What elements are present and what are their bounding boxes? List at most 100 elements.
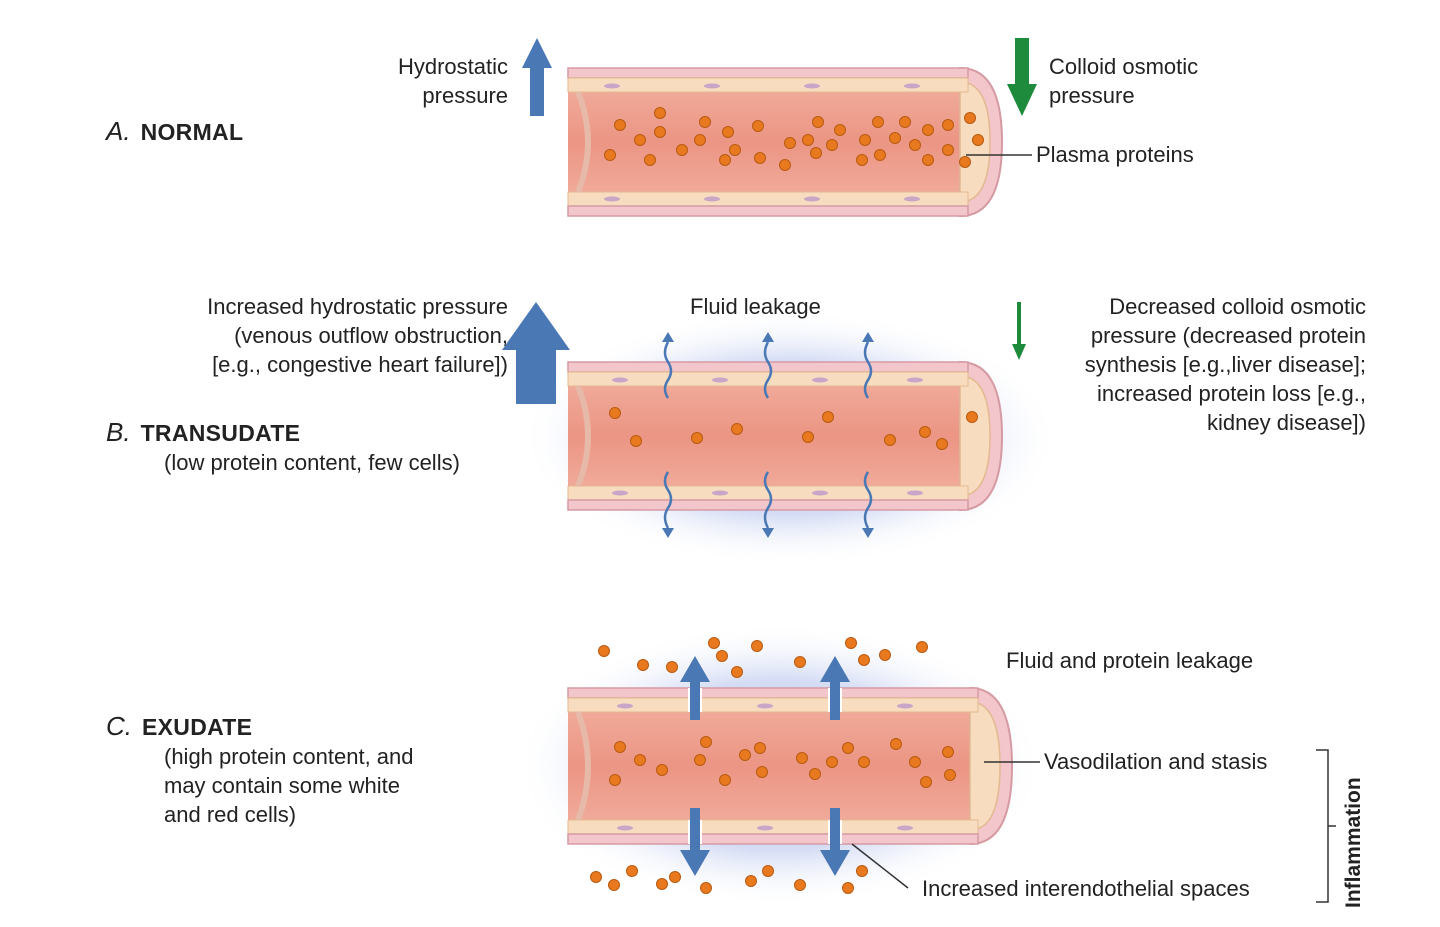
protein-dot [654,126,666,138]
osmotic-label-b-line2: pressure (decreased protein [1090,323,1366,348]
panel-a-heading: NORMAL [140,119,244,145]
protein-dot [719,154,731,166]
protein-dot [842,882,854,894]
protein-dot [700,882,712,894]
protein-dot [630,435,642,447]
hydrostatic-label-b: Increased hydrostatic pressure (venous o… [207,292,508,379]
protein-dot [656,764,668,776]
panel-b-title: B. TRANSUDATE [106,417,300,448]
osmotic-label-b-line3: synthesis [e.g.,liver disease]; [1084,352,1366,377]
protein-dot [745,875,757,887]
interendothelial-spaces-label: Increased interendothelial spaces [922,876,1250,901]
protein-dot [936,438,948,450]
osmotic-label-b-line4: increased protein loss [e.g., [1096,381,1366,406]
protein-dot [942,119,954,131]
protein-dot [699,116,711,128]
protein-dot [731,666,743,678]
protein-dot [922,124,934,136]
protein-dot [614,741,626,753]
protein-dot [858,756,870,768]
plasma-proteins-label: Plasma proteins [1036,142,1194,167]
hydrostatic-label-b-line3: [e.g., congestive heart failure]) [212,352,508,377]
vasodilation-label: Vasodilation and stasis [1044,749,1268,774]
protein-dot [716,650,728,662]
inflammation-bracket [1316,749,1336,903]
hydrostatic-arrow-a [522,38,552,116]
protein-dot [884,434,896,446]
protein-dot [826,756,838,768]
protein-dot [752,120,764,132]
protein-dot [972,134,984,146]
hydrostatic-label-b-line2: (venous outflow obstruction, [234,323,508,348]
protein-dot [879,649,891,661]
osmotic-label-a-line1: Colloid osmotic [1049,54,1199,79]
protein-dot [889,132,901,144]
protein-dot [708,637,720,649]
panel-b-heading: TRANSUDATE [140,420,301,446]
plasma-protein-dots [590,107,984,894]
protein-dot [691,432,703,444]
protein-dot [890,738,902,750]
protein-dot [826,139,838,151]
fluid-leak-arrowheads-b [662,332,874,538]
protein-dot [794,656,806,668]
protein-dot [966,411,978,423]
protein-dot [634,754,646,766]
protein-dot [729,144,741,156]
protein-dot [762,865,774,877]
protein-dot [909,139,921,151]
protein-dot [694,754,706,766]
inflammation-label: Inflammation [1342,777,1365,908]
exudate-arrows [680,656,850,876]
protein-leakage-label: Fluid and protein leakage [1006,648,1254,673]
protein-dot [754,742,766,754]
protein-dot [959,156,971,168]
protein-dot [654,107,666,119]
fluid-leak-arrows-b [663,341,873,529]
protein-dot [700,736,712,748]
protein-dot [942,746,954,758]
hydrostatic-arrow-b [502,302,570,404]
protein-dot [656,878,668,890]
panel-b-letter: B. [106,417,131,447]
protein-dot [856,865,868,877]
protein-dot [604,149,616,161]
protein-dot [922,154,934,166]
protein-dot [919,426,931,438]
protein-dot [756,766,768,778]
protein-dot [920,776,932,788]
protein-dot [779,159,791,171]
protein-dot [872,116,884,128]
protein-dot [834,124,846,136]
osmotic-arrow-b [1012,302,1026,360]
protein-dot [719,774,731,786]
protein-dot [944,769,956,781]
fluid-leakage-label: Fluid leakage [690,294,821,319]
protein-dot [722,126,734,138]
osmotic-label-b-line5: kidney disease]) [1207,410,1366,435]
protein-dot [590,871,602,883]
protein-dot [751,640,763,652]
protein-dot [739,749,751,761]
osmotic-label-b: Decreased colloid osmotic pressure (decr… [1085,292,1366,437]
protein-dot [784,137,796,149]
protein-dot [822,411,834,423]
protein-dot [794,879,806,891]
protein-dot [812,116,824,128]
protein-dot [859,134,871,146]
hydrostatic-label-a-line1: Hydrostatic [397,54,508,79]
panel-a-letter: A. [106,116,131,146]
hydrostatic-label-b-line1: Increased hydrostatic pressure [207,294,508,319]
panel-a-title: A. NORMAL [106,116,243,147]
hydrostatic-label-a-line2: pressure [422,83,508,108]
protein-dot [666,661,678,673]
osmotic-label-b-line1: Decreased colloid osmotic [1109,294,1366,319]
protein-dot [754,152,766,164]
hydrostatic-label-a: Hydrostatic pressure [398,52,508,110]
protein-dot [916,641,928,653]
panel-b-subtitle: (low protein content, few cells) [164,450,460,475]
osmotic-label-a-line2: pressure [1049,83,1135,108]
protein-dot [609,774,621,786]
